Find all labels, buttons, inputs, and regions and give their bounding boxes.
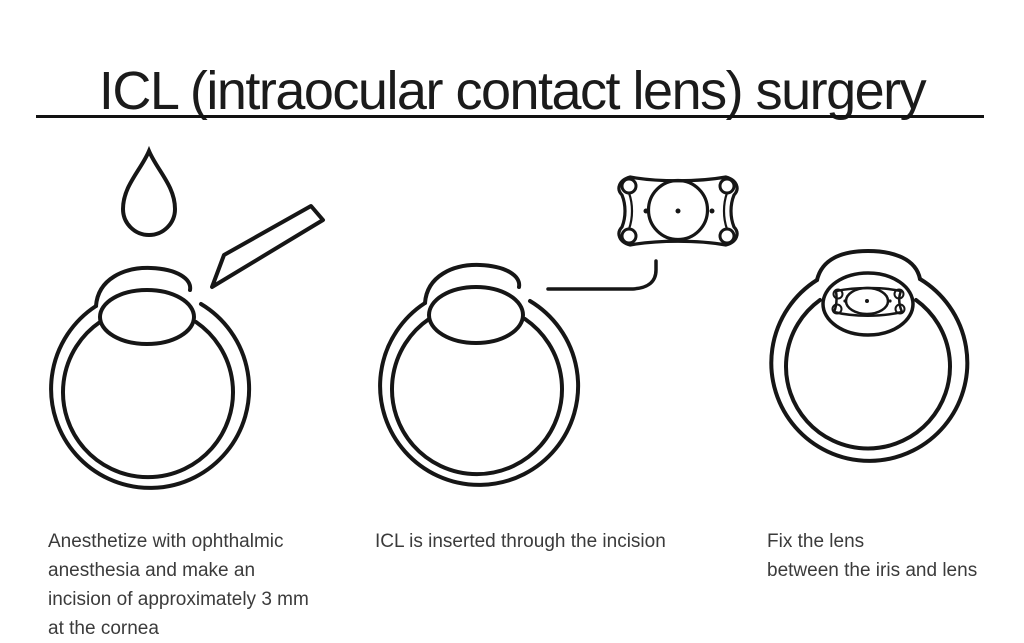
icl-haptic-hole [718,177,736,195]
step2-illustration [378,175,739,487]
eyeball-inner-outline [784,298,952,451]
lens-iris-ellipse [98,288,196,346]
icl-haptic-hole [620,227,638,245]
caption-line: between the iris and lens [767,560,978,581]
step3-illustration [769,248,970,463]
eyeball-inner-outline [61,320,235,480]
eyeball-outer-outline [378,299,581,487]
icl-marking-dot [865,299,869,303]
caption-line: Fix the lens [767,531,865,552]
caption-line: anesthesia and make an [48,560,256,581]
droplet-icon [120,145,178,237]
caption-step3: Fix the lens between the iris and lens [767,527,977,585]
eyeball-outer-outline [49,302,252,490]
lens-iris-ellipse [821,271,915,337]
insertion-guide-line-icon [546,259,658,291]
cornea-bump [815,248,922,282]
title-divider [36,115,984,118]
icl-lens-top-view-icon [617,175,739,247]
icl-haptic-hole [718,227,736,245]
step1-illustration [49,145,325,490]
implanted-icl-icon [831,286,906,317]
eyeball-inner-outline [390,317,564,477]
icl-marking-dot [888,299,892,303]
lens-iris-ellipse [427,285,525,345]
caption-line: at the cornea [48,618,159,639]
icl-haptic-hole [894,303,906,315]
icl-marking-dot [709,208,715,214]
scalpel-icon [210,204,325,289]
caption-line: incision of approximately 3 mm [48,589,309,610]
icl-plate-inner-edge [627,191,634,231]
icl-haptic-hole [893,288,905,300]
icl-haptic-hole [620,177,638,195]
caption-line: ICL is inserted through the incision [375,531,666,552]
caption-step1: Anesthetize with ophthalmic anesthesia a… [48,527,309,643]
icl-marking-dot [643,208,649,214]
page-title: ICL (intraocular contact lens) surgery [98,61,927,122]
caption-step2: ICL is inserted through the incision [375,527,666,556]
icl-haptic-hole [832,288,844,300]
eyeball-outer-outline [769,277,970,463]
icl-plate-inner-edge [722,191,729,231]
icl-marking-dot [843,299,847,303]
implanted-icl-plate-outline [832,286,904,317]
icl-optic-circle [646,178,710,242]
cornea-bump [94,265,193,308]
caption-line: Anesthetize with ophthalmic [48,531,284,552]
icl-marking-dot [675,208,681,214]
icl-haptic-hole [831,303,843,315]
cornea-bump [423,262,522,305]
